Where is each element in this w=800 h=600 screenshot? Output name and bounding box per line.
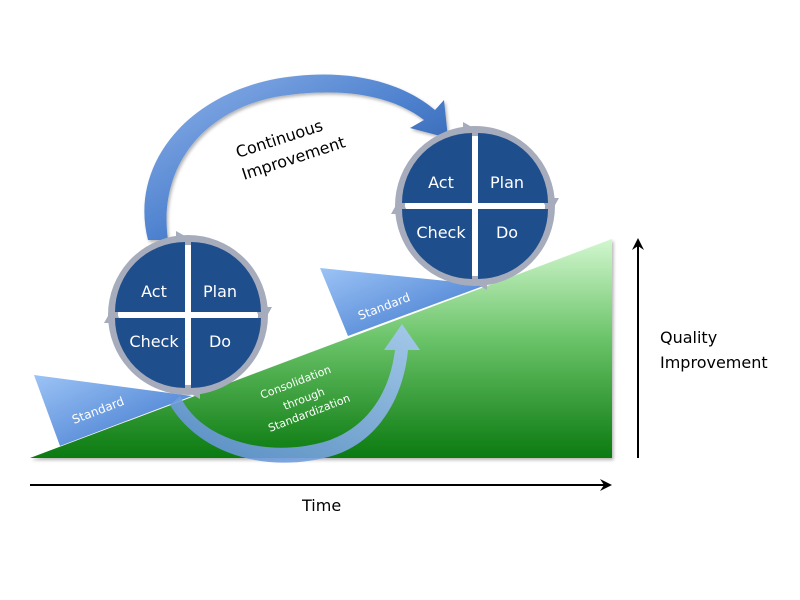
quadrant-plan xyxy=(478,133,548,203)
quadrant-act xyxy=(115,242,185,312)
quadrant-do-label: Do xyxy=(209,332,231,351)
quality-axis-label-line1: Quality xyxy=(660,328,717,347)
quadrant-act-label: Act xyxy=(141,282,167,301)
quadrant-check-label: Check xyxy=(416,223,466,242)
consolidation-arrow xyxy=(170,324,420,463)
quality-axis xyxy=(632,238,644,458)
standard-wedge-1: Standard xyxy=(34,375,192,446)
quadrant-check xyxy=(115,318,185,388)
quadrant-plan xyxy=(191,242,261,312)
quadrant-act-label: Act xyxy=(428,173,454,192)
quadrant-do-label: Do xyxy=(496,223,518,242)
quadrant-act xyxy=(402,133,472,203)
quadrant-plan-label: Plan xyxy=(203,282,237,301)
quadrant-do xyxy=(191,318,261,388)
time-axis xyxy=(30,479,612,491)
time-axis-label: Time xyxy=(301,496,341,515)
quality-axis-label-line2: Improvement xyxy=(660,353,768,372)
continuous-improvement-arrow xyxy=(144,74,448,240)
quadrant-check xyxy=(402,209,472,279)
quadrant-check-label: Check xyxy=(129,332,179,351)
cycle-ring xyxy=(395,126,555,286)
quadrant-do xyxy=(478,209,548,279)
quadrant-plan-label: Plan xyxy=(490,173,524,192)
cycle-ring xyxy=(108,235,268,395)
